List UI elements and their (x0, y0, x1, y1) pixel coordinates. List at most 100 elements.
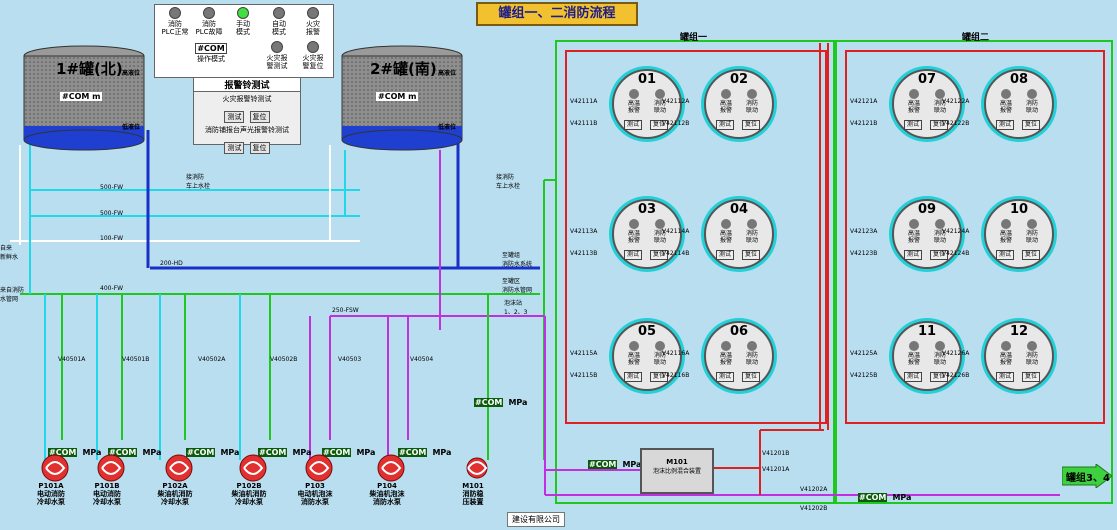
fire-link: 消防 联动 (745, 100, 758, 114)
pressure-p102b: #COM MPa (258, 448, 312, 457)
valve-a[interactable]: V42116A (662, 350, 690, 357)
valve-v40503[interactable]: V40503 (338, 356, 362, 363)
next-group-button[interactable]: 罐组3、4 (1062, 464, 1112, 488)
cell-reset-button[interactable]: 复位 (1022, 120, 1041, 130)
cell-reset-button[interactable]: 复位 (930, 120, 949, 130)
cell-reset-button[interactable]: 复位 (742, 250, 761, 260)
high-temp-alarm: 高温 报警 (719, 352, 732, 366)
cell-reset-button[interactable]: 复位 (1022, 250, 1041, 260)
cell-test-button[interactable]: 测试 (904, 250, 923, 260)
valve-a[interactable]: V42113A (570, 228, 598, 235)
valve-a[interactable]: V42122A (942, 98, 970, 105)
valve-v40504[interactable]: V40504 (410, 356, 434, 363)
valve-b[interactable]: V42126B (942, 372, 970, 379)
valve-b[interactable]: V42124B (942, 250, 970, 257)
legend-alarm-reset[interactable]: 火灾报 警复位 (295, 41, 331, 70)
cell-test-button[interactable]: 测试 (996, 120, 1015, 130)
valve-v41202b[interactable]: V41202B (800, 505, 828, 512)
cell-test-button[interactable]: 测试 (996, 372, 1015, 382)
to-group-system: 至罐组 消防水系统 (502, 252, 533, 268)
valve-a[interactable]: V42121A (850, 98, 878, 105)
legend-alarm-test[interactable]: 火灾报 警测试 (259, 41, 295, 70)
cell-reset-button[interactable]: 复位 (650, 372, 669, 382)
valve-v41201a[interactable]: V41201A (762, 466, 790, 473)
fire-bell-test-button[interactable]: 测试 (224, 111, 245, 123)
fire-bell-reset-button[interactable]: 复位 (249, 111, 270, 123)
cell-test-button[interactable]: 测试 (904, 120, 923, 130)
valve-a[interactable]: V42126A (942, 350, 970, 357)
legend-fire-alarm: 火灾 报警 (295, 7, 331, 36)
tank-2-south[interactable]: 2#罐(南) #COM m 高液位 低液位 (338, 44, 466, 156)
alarm-panel-title: 报警铃测试 (194, 78, 300, 92)
cell-reset-button[interactable]: 复位 (930, 372, 949, 382)
cell-reset-button[interactable]: 复位 (742, 120, 761, 130)
valve-v40501a[interactable]: V40501A (58, 356, 86, 363)
cell-reset-button[interactable]: 复位 (1022, 372, 1041, 382)
valve-b[interactable]: V42123B (850, 250, 878, 257)
valve-a[interactable]: V42114A (662, 228, 690, 235)
cell-reset-button[interactable]: 复位 (650, 120, 669, 130)
valve-b[interactable]: V42112B (662, 120, 690, 127)
cell-test-button[interactable]: 测试 (996, 250, 1015, 260)
pipe-label-500fw-1: 500-FW (100, 184, 124, 191)
valve-b[interactable]: V42111B (570, 120, 598, 127)
valve-b[interactable]: V42122B (942, 120, 970, 127)
valve-v41202a[interactable]: V41202A (800, 486, 828, 493)
cell-reset-button[interactable]: 复位 (742, 372, 761, 382)
valve-a[interactable]: V42112A (662, 98, 690, 105)
cell-test-button[interactable]: 测试 (716, 372, 735, 382)
tank-1-low-level: 低液位 (122, 124, 141, 131)
foam-mixer-unit[interactable]: M101 泡沫比例混合装置 (640, 448, 714, 494)
valve-a[interactable]: V42115A (570, 350, 598, 357)
pipe-label-200hd: 200-HD (160, 260, 183, 267)
valve-a[interactable]: V42111A (570, 98, 598, 105)
valve-b[interactable]: V42115B (570, 372, 598, 379)
valve-v40502a[interactable]: V40502A (198, 356, 226, 363)
cell-test-button[interactable]: 测试 (716, 250, 735, 260)
valve-b[interactable]: V42114B (662, 250, 690, 257)
cell-test-button[interactable]: 测试 (904, 372, 923, 382)
station-bell-reset-button[interactable]: 复位 (249, 142, 270, 154)
valve-v40502b[interactable]: V40502B (270, 356, 298, 363)
valve-a[interactable]: V42123A (850, 228, 878, 235)
tank-1-north[interactable]: 1#罐(北) #COM m 高液位 低液位 (20, 44, 148, 156)
fire-link: 消防 联动 (933, 230, 946, 244)
cell-reset-button[interactable]: 复位 (930, 250, 949, 260)
valve-a[interactable]: V42124A (942, 228, 970, 235)
valve-v41201b[interactable]: V41201B (762, 450, 790, 457)
valve-b[interactable]: V42125B (850, 372, 878, 379)
led-icon (307, 41, 319, 53)
cell-reset-button[interactable]: 复位 (650, 250, 669, 260)
cell-test-button[interactable]: 测试 (624, 372, 643, 382)
valve-b[interactable]: V42113B (570, 250, 598, 257)
valve-b[interactable]: V42121B (850, 120, 878, 127)
station-bell-test-button[interactable]: 测试 (224, 142, 245, 154)
cell-test-button[interactable]: 测试 (624, 250, 643, 260)
valve-v40501b[interactable]: V40501B (122, 356, 150, 363)
valve-a[interactable]: V42125A (850, 350, 878, 357)
cell-test-button[interactable]: 测试 (624, 120, 643, 130)
valve-b[interactable]: V42116B (662, 372, 690, 379)
cell-test-button[interactable]: 测试 (716, 120, 735, 130)
tank-2-graphic (341, 45, 463, 151)
